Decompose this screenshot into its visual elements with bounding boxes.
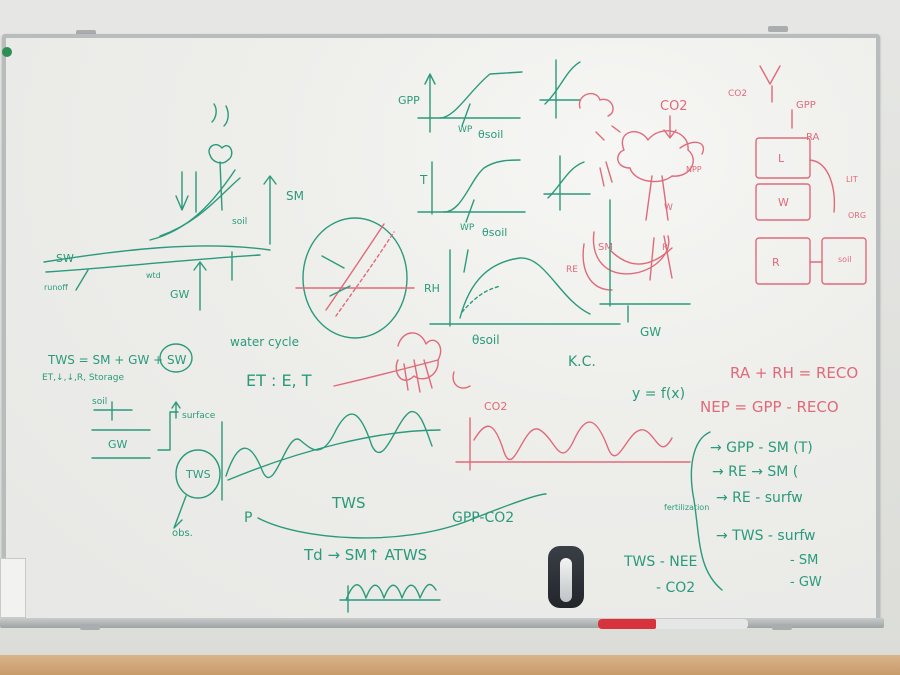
co2-top-label: CO2 xyxy=(660,99,688,114)
fertilization-label: fertilization xyxy=(664,503,709,512)
l-box-label: L xyxy=(778,152,785,165)
surface-label: surface xyxy=(182,411,216,421)
board-brand-logo xyxy=(2,47,12,57)
carbon-plant-sketch: CO2 NPP W SM R RE GW xyxy=(566,92,705,339)
nep-equation: NEP = GPP - RECO xyxy=(700,398,839,416)
re-surfw-item: → RE - surfw xyxy=(716,490,803,506)
wp-label-2: WP xyxy=(460,223,475,233)
gw-small-label: GW xyxy=(108,438,128,451)
axis-gpp: GPP xyxy=(398,94,420,107)
board-bottom-clip-left xyxy=(80,624,100,630)
tws-equation: TWS = SM + GW + SW xyxy=(47,353,187,367)
axis-rh: RH xyxy=(424,282,440,295)
wooden-floor-trim xyxy=(0,655,900,675)
gpp-box-label: GPP xyxy=(796,100,816,111)
soil-label: soil xyxy=(232,217,247,227)
board-bottom-clip-right xyxy=(772,624,792,630)
theta-soil-2: θsoil xyxy=(482,226,507,239)
t-theta-plot: T WP θsoil xyxy=(417,155,591,239)
soil-red-label: soil xyxy=(838,255,852,264)
sm-list-item: - SM xyxy=(790,553,818,568)
co2-bottom-label: - CO2 xyxy=(656,580,695,596)
marker-tray xyxy=(0,618,884,628)
sm-label: SM xyxy=(286,189,304,203)
r-label: R xyxy=(662,243,668,253)
sw-label: SW xyxy=(56,252,74,265)
water-cycle-label: water cycle xyxy=(230,335,299,349)
tws-surfw-item: → TWS - surfw xyxy=(716,528,815,544)
re-sm-item: → RE → SM ( xyxy=(712,464,798,480)
wall-outlet-box xyxy=(0,558,26,618)
org-label: ORG xyxy=(848,211,866,220)
co2-box-label: CO2 xyxy=(728,89,747,99)
gw-label: GW xyxy=(170,288,190,301)
td-notes: Td → SM↑ ATWS xyxy=(303,546,441,613)
water-cycle-notes: water cycle ET : E, T TWS = SM + GW + SW… xyxy=(42,335,312,459)
wp-label-1: WP xyxy=(458,125,473,135)
red-soil-burst xyxy=(333,332,471,393)
gw-red-area-label: GW xyxy=(640,325,661,339)
runoff-label: runoff xyxy=(44,283,68,292)
board-top-clip-right xyxy=(768,26,788,32)
tws-circle-label: TWS xyxy=(185,468,211,481)
ra-rh-equation: RA + RH = RECO xyxy=(730,364,858,382)
p-label: P xyxy=(244,510,252,526)
soil-water-sketch: SM soil SW runoff GW wtd xyxy=(43,103,304,311)
board-top-clip-left xyxy=(76,30,96,36)
gpp-theta-plot: GPP WP θsoil xyxy=(398,59,581,141)
litter-label: LIT xyxy=(846,175,858,184)
sm-red-label: SM xyxy=(598,242,613,253)
marker-red-cap xyxy=(598,619,656,629)
npp-label: NPP xyxy=(686,165,702,174)
obs-label: obs. xyxy=(172,528,193,539)
soil-small-label: soil xyxy=(92,397,107,407)
co2-wave: CO2 xyxy=(455,400,691,471)
gpp-sm-item: → GPP - SM (T) xyxy=(710,440,813,456)
tws-nee-label: TWS - NEE xyxy=(623,554,697,570)
tws-timeseries: TWS obs. P TWS GPP-CO2 xyxy=(172,410,547,539)
gpp-co2-label: GPP-CO2 xyxy=(452,510,514,526)
wtd-label: wtd xyxy=(146,271,161,280)
ra-box-label: RA xyxy=(806,132,820,143)
marker-pen[interactable] xyxy=(598,619,748,629)
td-line: Td → SM↑ ATWS xyxy=(303,546,427,564)
et-sub-line: ET,↓,↓,R, Storage xyxy=(42,373,125,383)
r-box-label: R xyxy=(772,256,780,269)
tws-mid-label: TWS xyxy=(331,494,366,512)
whiteboard xyxy=(2,34,880,624)
circle-root-sketch xyxy=(295,217,415,339)
y-fx-label: y = f(x) xyxy=(632,386,685,402)
w-box-label: W xyxy=(778,196,789,209)
relationship-list: → GPP - SM (T) → RE → SM ( fertilization… xyxy=(623,431,822,596)
eraser-handle xyxy=(560,558,572,602)
re-label: RE xyxy=(566,265,578,275)
carbon-box-model: CO2 GPP RA L W R soil LIT ORG xyxy=(728,65,867,285)
rh-theta-plot: RH θsoil K.C. xyxy=(424,249,621,370)
co2-wave-label: CO2 xyxy=(484,400,507,413)
axis-t: T xyxy=(419,173,428,187)
et-et-line: ET : E, T xyxy=(246,371,312,390)
kc-label: K.C. xyxy=(568,354,596,370)
w-label: W xyxy=(664,203,673,213)
gw-list-item: - GW xyxy=(790,575,822,590)
theta-soil-3: θsoil xyxy=(472,333,500,347)
theta-soil-1: θsoil xyxy=(478,128,503,141)
